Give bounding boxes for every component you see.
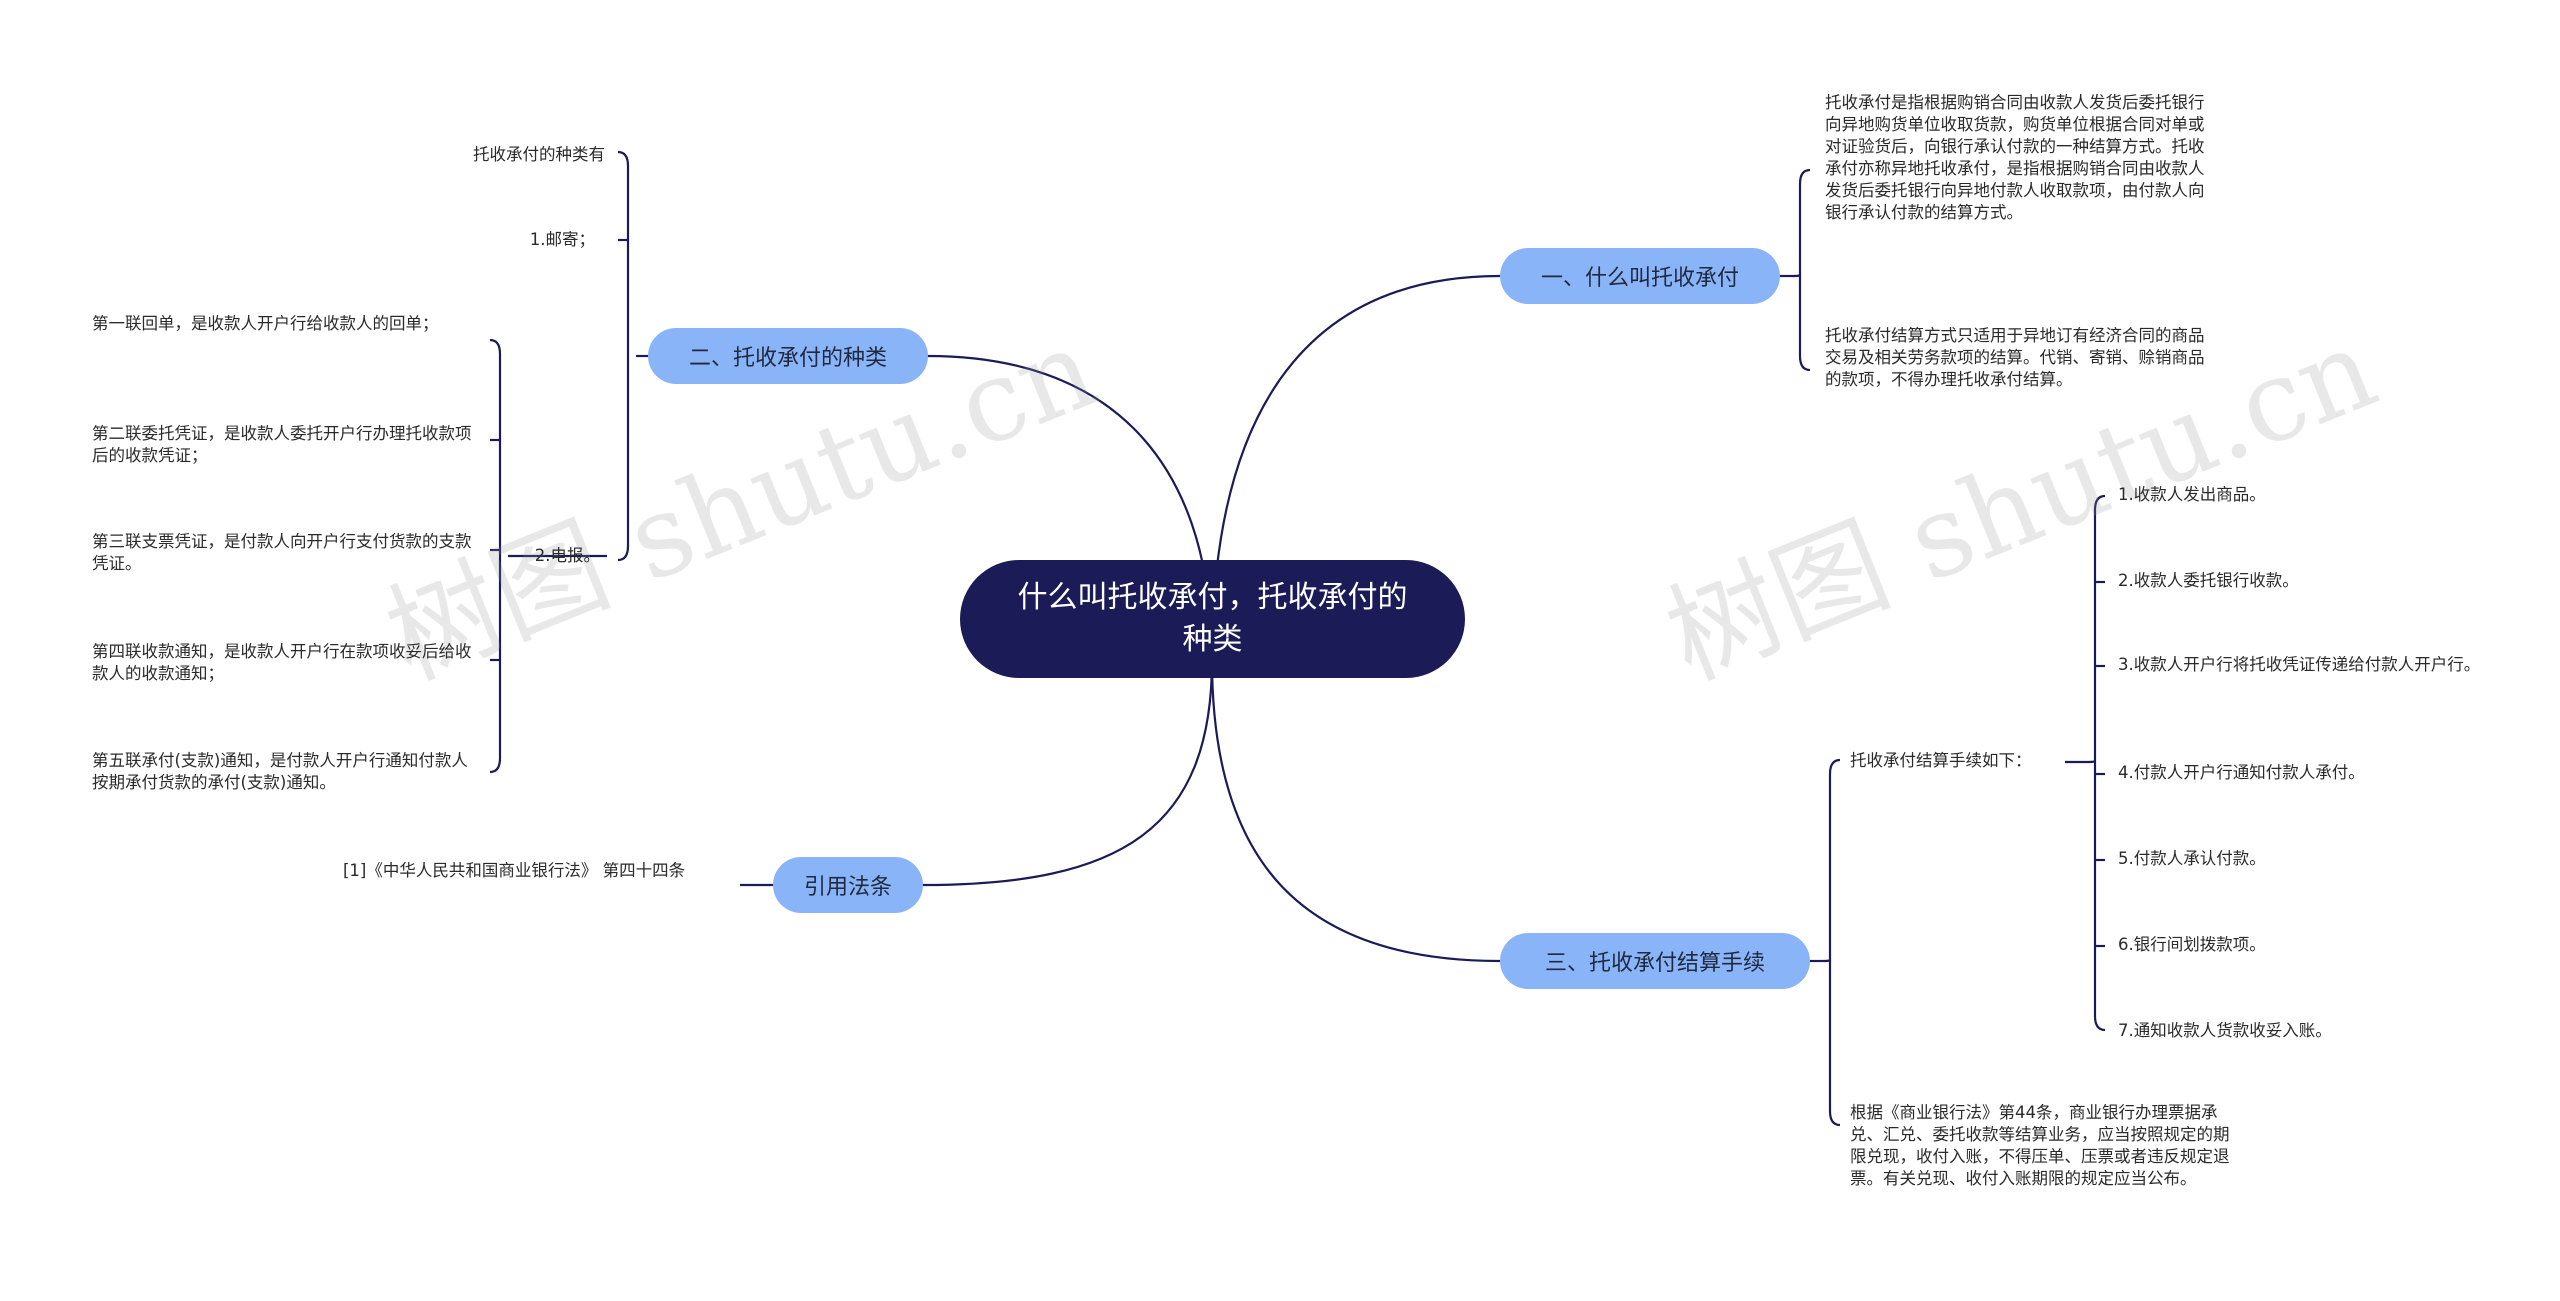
leaf-copy-2[interactable]: 第二联委托凭证，是收款人委托开户行办理托收款项后的收款凭证； <box>92 424 472 465</box>
leaf-step-4[interactable]: 4.付款人开户行通知付款人承付。 <box>2118 763 2365 782</box>
leaf-mail[interactable]: 1.邮寄； <box>529 230 595 249</box>
central-topic[interactable]: 什么叫托收承付，托收承付的种类 <box>960 560 1465 678</box>
bracket-b3-join <box>1821 959 1832 963</box>
branch-what-is[interactable]: 一、什么叫托收承付 <box>1500 248 1780 304</box>
link-center-b4 <box>922 659 1214 887</box>
link-center-b3 <box>1210 659 1501 963</box>
leaf-step-5[interactable]: 5.付款人承认付款。 <box>2118 849 2266 868</box>
bracket-b2-bar <box>617 150 630 562</box>
leaf-copy-5[interactable]: 第五联承付(支款)通知，是付款人开户行通知付款人按期承付货款的承付(支款)通知。 <box>92 751 468 792</box>
leaf-procedure-intro[interactable]: 托收承付结算手续如下： <box>1850 751 2032 770</box>
leaf-types-intro[interactable]: 托收承付的种类有 <box>473 145 605 164</box>
leaf-step-6[interactable]: 6.银行间划拨款项。 <box>2118 935 2266 954</box>
leaf-definition[interactable]: 托收承付是指根据购销合同由收款人发货后委托银行向异地购货单位收取货款，购货单位根… <box>1825 93 2205 222</box>
leaf-step-2[interactable]: 2.收款人委托银行收款。 <box>2118 571 2299 590</box>
leaf-law-citation[interactable]: [1]《中华人民共和国商业银行法》 第四十四条 <box>343 861 686 880</box>
leaf-copy-4[interactable]: 第四联收款通知，是收款人开户行在款项收妥后给收款人的收款通知； <box>92 642 472 683</box>
bracket-b3-steps-bar <box>2093 494 2106 1032</box>
leaf-step-1[interactable]: 1.收款人发出商品。 <box>2118 485 2266 504</box>
bracket-b1-bar <box>1798 168 1811 372</box>
bracket-b2-copies-bar <box>489 338 502 774</box>
leaf-copy-1[interactable]: 第一联回单，是收款人开户行给收款人的回单； <box>92 314 439 333</box>
leaf-step-3[interactable]: 3.收款人开户行将托收凭证传递给付款人开户行。 <box>2118 655 2481 674</box>
leaf-step-7[interactable]: 7.通知收款人货款收妥入账。 <box>2118 1021 2332 1040</box>
bracket-b3-bar <box>1828 758 1841 1127</box>
leaf-telegraph[interactable]: 2.电报。 <box>534 546 600 565</box>
bracket-b3-steps-join <box>2086 760 2097 764</box>
branch-types[interactable]: 二、托收承付的种类 <box>648 328 928 384</box>
branch-procedure[interactable]: 三、托收承付结算手续 <box>1500 933 1810 989</box>
branch-law[interactable]: 引用法条 <box>773 857 923 913</box>
bracket-b1-join <box>1791 274 1802 278</box>
leaf-copy-3[interactable]: 第三联支票凭证，是付款人向开户行支付货款的支款凭证。 <box>92 532 472 573</box>
leaf-bank-law-note[interactable]: 根据《商业银行法》第44条，商业银行办理票据承兑、汇兑、委托收款等结算业务，应当… <box>1850 1103 2230 1188</box>
leaf-scope[interactable]: 托收承付结算方式只适用于异地订有经济合同的商品交易及相关劳务款项的结算。代销、寄… <box>1825 326 2205 389</box>
